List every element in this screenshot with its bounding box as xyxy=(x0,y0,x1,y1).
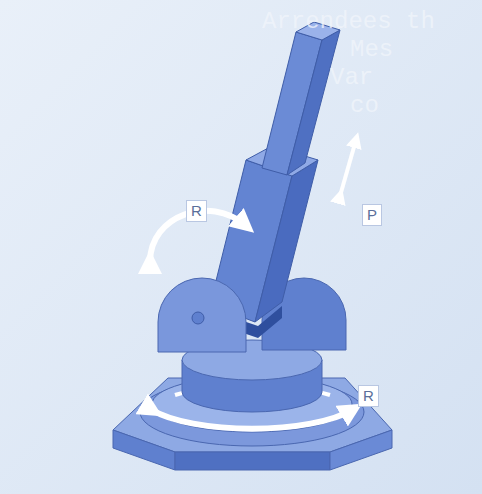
watermark-text: Mes xyxy=(350,36,393,63)
watermark-text: Var xyxy=(330,64,373,91)
watermark-text: Arrendees th xyxy=(262,8,435,35)
watermark-text: co xyxy=(350,92,379,119)
joint-label: R xyxy=(186,200,207,222)
joint-label: P xyxy=(362,204,382,226)
joint-label: R xyxy=(358,385,379,407)
